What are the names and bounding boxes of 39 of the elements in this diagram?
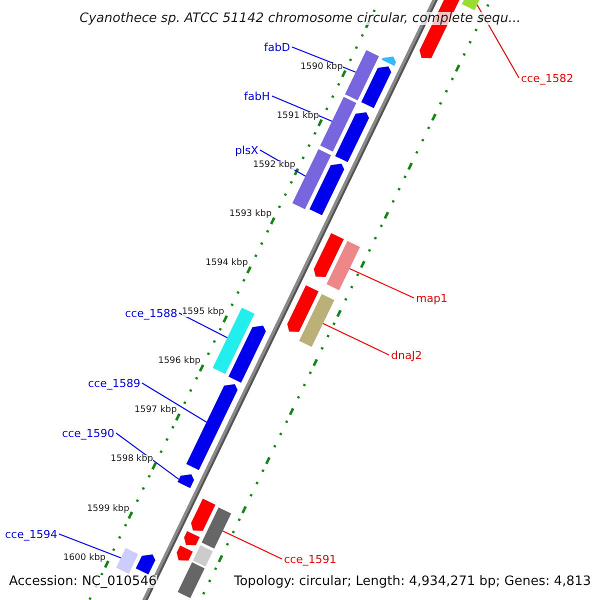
gene-feature: [345, 50, 379, 100]
gene-feature: [178, 474, 194, 488]
gene-feature: [116, 548, 138, 574]
gene-label: dnaJ2: [391, 350, 422, 360]
scale-label: 1595 kbp: [182, 308, 224, 318]
gene-feature: [202, 507, 232, 549]
scale-label: 1598 kbp: [110, 455, 154, 464]
gene-label: cce_1589: [88, 378, 140, 388]
leader-line: [178, 312, 228, 338]
summary-text: Topology: circular; Length: 4,934,271 bp; Genes: 4,813: [234, 575, 592, 588]
leader-line: [222, 530, 282, 560]
scale-label: 1592 kbp: [252, 161, 296, 170]
gene-label: cce_1582: [521, 72, 574, 84]
scale-label: 1593 kbp: [229, 210, 272, 220]
gene-feature: [326, 240, 360, 290]
accession-text: Accession: NC_010546: [9, 575, 157, 588]
gene-feature: [299, 294, 334, 347]
leader-line: [116, 432, 180, 480]
scale-label: 1596 kbp: [158, 357, 200, 366]
leader-line: [349, 268, 414, 298]
leader-line: [322, 323, 390, 356]
scale-label: 1594 kbp: [206, 259, 248, 268]
gene-label: cce_1591: [284, 554, 336, 564]
gene-label: cce_1588: [125, 308, 178, 318]
gene-label: fabH: [244, 90, 270, 102]
scale-label: 1599 kbp: [86, 504, 130, 514]
leader-line: [142, 382, 207, 423]
gene-label: fabD: [264, 42, 290, 52]
leader-line: [58, 533, 122, 558]
gene-feature: [320, 96, 356, 152]
leader-line: [272, 96, 332, 122]
gene-feature: [186, 384, 238, 470]
gene-label: plsX: [235, 144, 258, 156]
map-title: Cyanothece sp. ATCC 51142 chromosome circular, complete sequ...: [80, 12, 521, 25]
gene-feature: [136, 554, 156, 575]
scale-label: 1597 kbp: [134, 406, 177, 416]
gene-label: map1: [416, 292, 448, 304]
gene-label: cce_1590: [62, 428, 114, 438]
gene-label: cce_1594: [5, 528, 58, 540]
